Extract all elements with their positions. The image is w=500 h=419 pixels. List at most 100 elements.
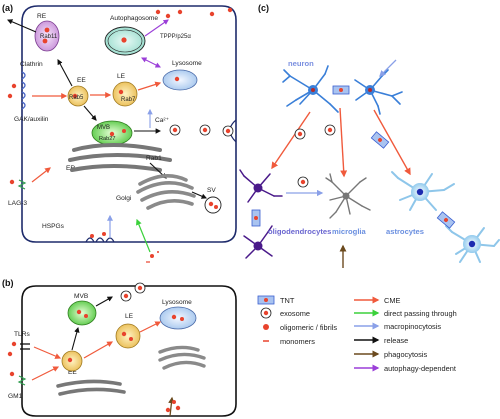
legend-phago: phagocytosis: [384, 350, 427, 359]
tlr-receptors: [20, 343, 30, 350]
tnt-c2: [370, 131, 390, 149]
endoplasmic-reticulum: [68, 143, 172, 172]
tnt-oligo: [251, 209, 261, 227]
neuron-label: neuron: [288, 59, 314, 68]
mvb-label-a: MVB: [97, 125, 110, 131]
astrocytes-label: astrocytes: [386, 227, 424, 236]
astrocyte-2: [445, 225, 500, 263]
tlr-arrow: [33, 346, 62, 359]
exosome-a3: [222, 125, 234, 137]
astrocyte-1: [391, 171, 455, 211]
synaptic-vesicle: [204, 196, 222, 214]
legend-tnt-swatch: [257, 295, 275, 305]
golgi-label: Golgi: [116, 195, 132, 202]
lag3-arrow: [31, 167, 51, 183]
rab11-label: Rab11: [40, 34, 58, 40]
neuron-to-microglia-arrow: [339, 107, 348, 178]
ee-to-mvb-b-arrow: [71, 326, 80, 351]
panel-b-label: (b): [2, 278, 14, 288]
rab5-label: Rab5: [69, 95, 84, 101]
tnt-astro: [436, 211, 456, 229]
le-label: LE: [117, 73, 126, 80]
microglia: [325, 173, 371, 219]
oligodendrocyte-1: [239, 169, 283, 203]
tppp-label: TPPP/p25α: [160, 34, 191, 40]
lysosome-a: [162, 69, 198, 91]
gm1-label: GM1: [8, 393, 23, 400]
autophagy-release-arrow: [144, 19, 169, 37]
neuron-to-astro-arrow: [373, 109, 411, 176]
golgi-to-sv-arrow: [191, 191, 208, 199]
le-label-b: LE: [125, 313, 134, 320]
legend-monomers: monomers: [280, 337, 315, 346]
exosome-b2: [134, 282, 146, 294]
lysosome-label-b: Lysosome: [162, 299, 192, 306]
neuron-to-oligo-arrow: [271, 111, 311, 170]
mvb-label-b: MVB: [74, 293, 89, 300]
ee-to-re-arrow: [57, 59, 73, 87]
mvb-b-release-arrow: [95, 296, 113, 307]
le-to-lyso-b-arrow: [139, 321, 162, 333]
legend-direct: direct passing through: [384, 309, 457, 318]
le-to-lysosome-arrow: [137, 81, 162, 91]
lag3-label: LAG-3: [8, 200, 27, 207]
legend-cme: CME: [384, 296, 400, 305]
lysosome-b: [159, 306, 197, 330]
ee-to-le-b-arrow: [83, 341, 114, 359]
cell-b-membrane: [21, 285, 237, 417]
golgi-b: [158, 345, 206, 370]
panel-c-label: (c): [258, 3, 269, 13]
early-endosome-b: [61, 350, 83, 372]
ee-to-mvb-arrow: [83, 105, 97, 121]
oligodendrocyte-2: [243, 225, 273, 259]
autophagosome-lysosome-arrow: [141, 57, 161, 68]
legend-oligomeric-swatch: [263, 324, 269, 330]
er-b: [56, 379, 126, 396]
lysosome-label: Lysosome: [172, 60, 202, 67]
exosome-c2: [324, 124, 336, 136]
gm1-receptor: [17, 375, 27, 386]
golgi: [136, 174, 196, 210]
legend-tnt: TNT: [280, 296, 295, 305]
mvb-a: [91, 120, 133, 146]
exosome-c1: [294, 128, 306, 140]
early-endosome-a: [67, 85, 89, 107]
mvb-b: [67, 300, 97, 326]
direct-passing-arrow: [136, 218, 151, 253]
clathrin-label: Clathrin: [20, 61, 43, 68]
lag3-receptor: [17, 179, 27, 190]
exosome-c3: [297, 176, 309, 188]
late-endosome-b: [115, 323, 141, 349]
rab27-label: Rab27: [99, 136, 115, 142]
ee-label-b: EE: [68, 369, 77, 376]
gak-label: GAK/auxilin: [14, 116, 49, 123]
ca-label: Ca²⁺: [155, 117, 170, 124]
legend-exosome-swatch: [260, 307, 272, 319]
macropinocytosis-arrow-c: [379, 59, 397, 77]
sv-label: SV: [207, 187, 216, 194]
recycling-endosome: [34, 20, 60, 52]
rab1-label: Rab1: [146, 155, 162, 162]
panel-a-label: (a): [2, 3, 13, 13]
autophagosome: [104, 26, 146, 56]
neuron-1: [282, 65, 339, 113]
clathrin-pits: [21, 71, 26, 110]
rab7-label: Rab7: [121, 97, 136, 103]
oligodendrocytes-label: oligodendrocytes: [268, 227, 331, 236]
late-endosome-a: [112, 81, 138, 107]
tnt-neurons: [332, 85, 350, 95]
microglia-label: microglia: [332, 227, 367, 236]
legend-oligomeric: oligomeric / fibrils: [280, 323, 337, 332]
phagocytosis-arrow-b: [168, 396, 175, 417]
neuron-2: [354, 69, 403, 115]
legend: TNT exosome oligomeric / fibrils monomer…: [257, 295, 457, 373]
hspgs-label: HSPGs: [42, 223, 65, 230]
re-label: RE: [37, 13, 47, 20]
cell-a-membrane: [21, 5, 237, 243]
exosome-b1: [120, 290, 132, 302]
tlrs-label: TLRs: [14, 331, 30, 338]
gm1-arrow: [31, 366, 60, 381]
legend-exosome: exosome: [280, 309, 310, 318]
autophagosome-label: Autophagosome: [110, 15, 158, 22]
